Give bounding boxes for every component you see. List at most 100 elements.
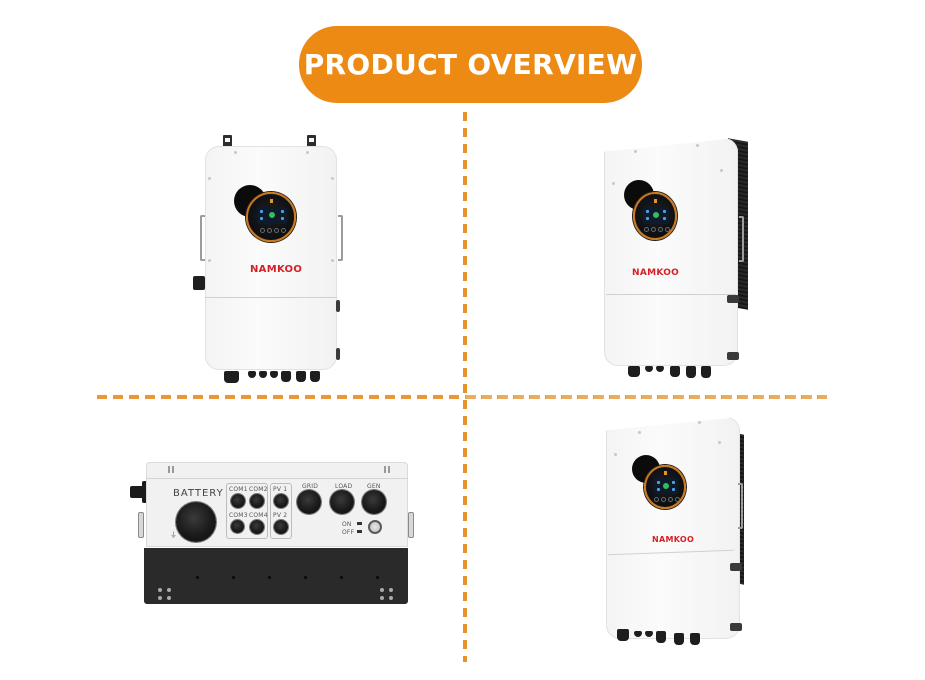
lcd-screen — [257, 207, 287, 224]
side-handle-icon — [338, 215, 343, 261]
inverter-low-angle-view: NAMKOO — [592, 415, 752, 660]
vertical-divider — [463, 112, 467, 662]
cable-gland-icon — [656, 366, 664, 372]
pv2-port — [274, 520, 288, 534]
com4-label: COM4 — [249, 512, 268, 519]
latch-left-icon — [138, 512, 144, 538]
lcd-display — [644, 465, 686, 509]
com2-label: COM2 — [249, 486, 268, 493]
horizontal-divider-right — [466, 395, 827, 399]
side-switch-icon — [193, 276, 205, 290]
battery-port — [176, 502, 216, 542]
cable-gland-icon — [670, 366, 680, 377]
inverter-angled-view: NAMKOO — [600, 130, 750, 380]
panel-seam — [205, 297, 337, 298]
horizontal-divider — [97, 395, 827, 399]
lcd-screen — [643, 207, 669, 224]
display-buttons — [260, 228, 286, 233]
side-connector-icon — [336, 300, 340, 312]
screw-icon — [208, 177, 211, 180]
side-connector-icon — [336, 348, 340, 360]
inverter-bottom-view: BATTERY ⏚ COM1 COM2 COM3 COM4 PV 1 PV 2 … — [130, 462, 420, 610]
bottom-base — [144, 548, 408, 604]
com4-port — [250, 520, 264, 534]
gen-label: GEN — [367, 483, 381, 490]
cable-gland-icon — [656, 631, 666, 643]
bolt-icon — [664, 471, 667, 475]
side-handle-icon — [739, 216, 744, 262]
inverter-body — [606, 417, 740, 639]
side-handle-icon — [738, 483, 743, 529]
page-title: PRODUCT OVERVIEW — [303, 48, 638, 81]
com1-port — [231, 494, 245, 508]
panel-seam — [606, 294, 736, 295]
grid-port — [297, 490, 321, 514]
inverter-body — [205, 146, 337, 370]
cable-gland-icon — [270, 371, 278, 378]
brand-logo: NAMKOO — [632, 268, 680, 278]
com2-port — [250, 494, 264, 508]
cable-gland-icon — [645, 631, 653, 637]
screw-icon — [698, 421, 701, 424]
pv2-label: PV 2 — [273, 512, 288, 519]
cable-gland-icon — [674, 633, 684, 645]
screw-icon — [720, 169, 723, 172]
side-connector-icon — [727, 295, 739, 303]
cable-gland-icon — [248, 371, 256, 378]
cable-gland-icon — [690, 633, 700, 645]
cable-gland-icon — [701, 366, 711, 378]
screw-icon — [331, 177, 334, 180]
cable-gland-icon — [310, 371, 320, 382]
side-connector-icon — [730, 563, 742, 571]
cable-gland-icon — [686, 366, 696, 378]
screw-icon — [234, 151, 237, 154]
brand-logo: NAMKOO — [652, 535, 695, 544]
lcd-display — [246, 192, 296, 242]
switch-off-label: OFF — [342, 529, 355, 536]
battery-label: BATTERY — [173, 488, 224, 499]
cable-gland-icon — [634, 631, 642, 637]
cable-gland-icon — [259, 371, 267, 378]
screw-icon — [718, 441, 721, 444]
pv-port-group — [270, 483, 292, 539]
screw-icon — [614, 453, 617, 456]
load-label: LOAD — [335, 483, 353, 490]
latch-right-icon — [408, 512, 414, 538]
switch-on-label: ON — [342, 521, 352, 528]
cable-gland-icon — [628, 366, 640, 377]
cable-gland-icon — [617, 629, 629, 641]
screw-icon — [208, 259, 211, 262]
screw-icon — [696, 144, 699, 147]
on-marker — [357, 522, 362, 525]
screw-icon — [612, 182, 615, 185]
inverter-front-view: NAMKOO — [190, 135, 360, 385]
cable-gland-icon — [645, 366, 653, 372]
cable-gland-icon — [296, 371, 306, 382]
title-banner: PRODUCT OVERVIEW — [299, 26, 642, 103]
cable-gland-icon — [281, 371, 291, 382]
screw-icon — [638, 431, 641, 434]
side-connector-icon — [727, 352, 739, 360]
grid-label: GRID — [302, 483, 319, 490]
brand-logo: NAMKOO — [250, 264, 303, 275]
lcd-display — [633, 192, 677, 240]
screw-icon — [634, 150, 637, 153]
screw-icon — [306, 151, 309, 154]
lcd-screen — [654, 478, 678, 494]
mount-bracket-icon — [223, 135, 232, 147]
bottom-panel: BATTERY ⏚ COM1 COM2 COM3 COM4 PV 1 PV 2 … — [146, 462, 408, 547]
com3-port — [231, 520, 244, 533]
load-port — [330, 490, 354, 514]
screw-icon — [331, 259, 334, 262]
display-buttons — [644, 227, 670, 232]
power-switch — [368, 520, 382, 534]
off-marker — [357, 530, 362, 533]
side-handle-icon — [200, 215, 205, 261]
com1-label: COM1 — [229, 486, 248, 493]
bolt-icon — [270, 199, 273, 203]
pv1-label: PV 1 — [273, 486, 288, 493]
com3-label: COM3 — [229, 512, 248, 519]
bolt-icon — [654, 199, 657, 203]
gen-port — [362, 490, 386, 514]
